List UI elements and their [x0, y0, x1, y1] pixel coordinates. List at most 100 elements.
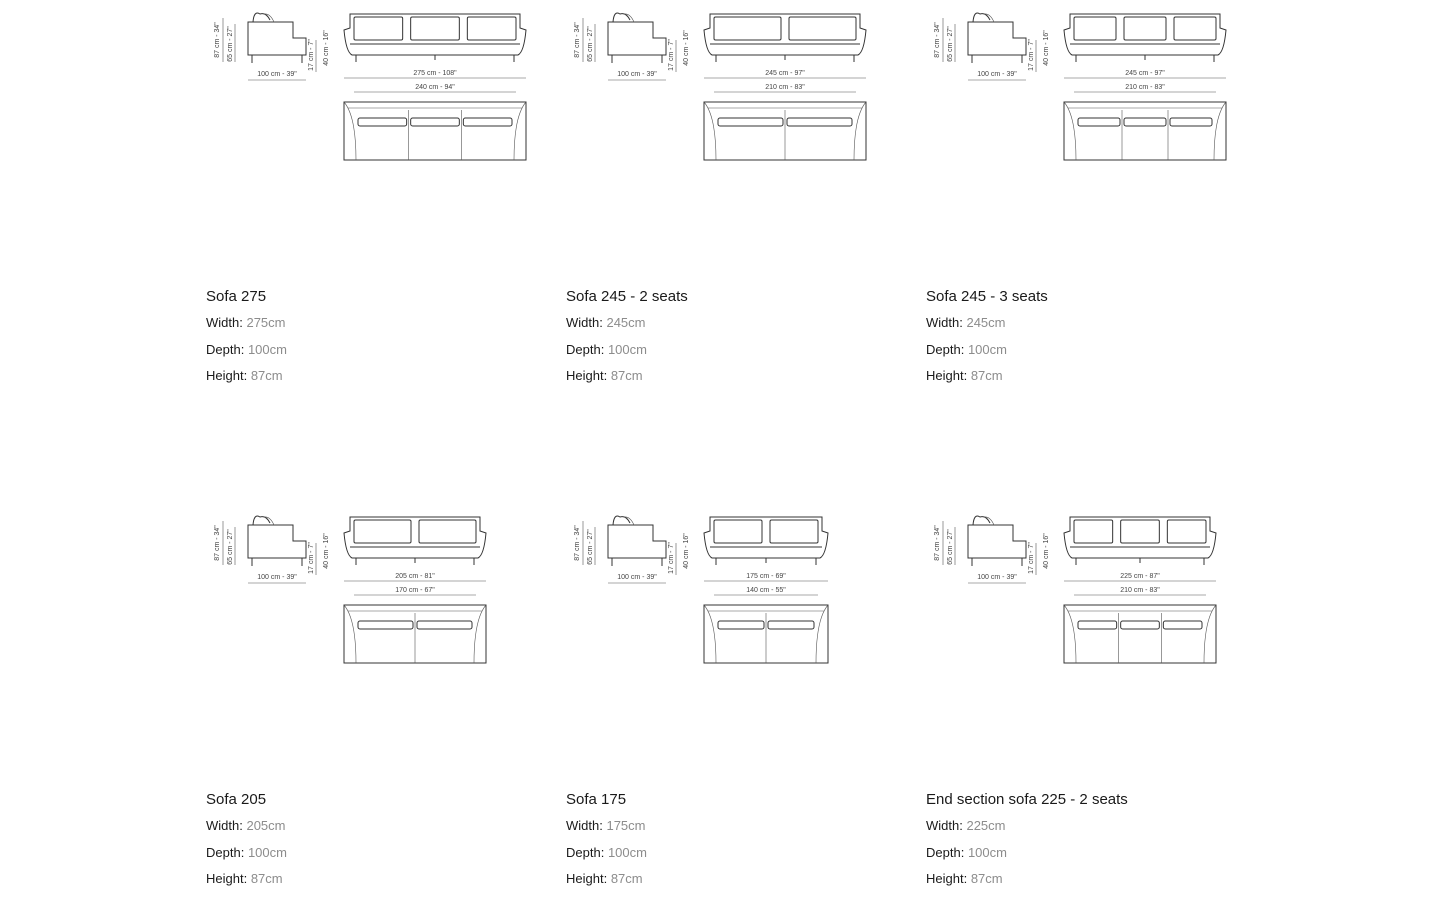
dim-label-leg-height: 17 cm - 7"	[668, 39, 675, 71]
top-view-arm	[815, 604, 829, 664]
front-view-body	[343, 516, 487, 559]
front-view-back-cushion	[410, 16, 460, 41]
dim-label-seat-height: 65 cm - 27"	[947, 26, 954, 62]
sofa-drawing-svg: 87 cm - 34"65 cm - 27"100 cm - 39"17 cm …	[934, 515, 1217, 664]
sofa-drawing-svg: 87 cm - 34"65 cm - 27"100 cm - 39"17 cm …	[214, 515, 487, 664]
top-view-cushion	[767, 620, 815, 630]
spec-depth: Depth: 100cm	[566, 844, 647, 860]
product-info: Sofa 205 Width: 205cm Depth: 100cm Heigh…	[206, 791, 287, 898]
top-view-arm	[1213, 101, 1227, 161]
front-view-back-cushion	[466, 16, 517, 41]
front-view-back-cushion	[353, 519, 412, 544]
spec-depth: Depth: 100cm	[206, 844, 287, 860]
side-view-body	[967, 21, 1027, 56]
side-view-body	[247, 524, 307, 559]
product-info: Sofa 275 Width: 275cm Depth: 100cm Heigh…	[206, 288, 287, 395]
top-view-outline	[1063, 604, 1217, 664]
dim-label-seat-h: 40 cm - 16"	[323, 30, 330, 66]
front-view-back-cushion	[788, 16, 857, 41]
spec-height: Height: 87cm	[566, 368, 643, 383]
side-view-body	[607, 524, 667, 559]
spec-width: Width: 245cm	[926, 315, 1006, 330]
dim-label-total-height: 87 cm - 34"	[214, 22, 221, 58]
product-info: Sofa 175 Width: 175cm Depth: 100cm Heigh…	[566, 791, 647, 898]
front-view-body	[1063, 13, 1227, 56]
technical-drawing: 87 cm - 34"65 cm - 27"100 cm - 39"17 cm …	[926, 503, 1266, 683]
top-view-cushion	[717, 117, 784, 127]
dim-label-seat-h: 40 cm - 16"	[1043, 533, 1050, 569]
top-view-arm	[853, 101, 867, 161]
dim-label-depth: 100 cm - 39"	[617, 574, 657, 581]
top-view-arm	[473, 604, 487, 664]
side-view-cushion	[612, 12, 631, 23]
dim-label-total-height: 87 cm - 34"	[574, 22, 581, 58]
top-view-arm	[343, 101, 357, 161]
dim-label-inner-width: 170 cm - 67"	[395, 587, 435, 594]
spec-height: Height: 87cm	[206, 871, 283, 886]
front-view-back-cushion	[353, 16, 404, 41]
top-view-outline	[343, 101, 527, 161]
dim-label-total-height: 87 cm - 34"	[214, 525, 221, 561]
technical-drawing: 87 cm - 34" 65 cm - 27" 100 cm - 39" 17 cm …	[566, 0, 906, 180]
dim-label-inner-width: 240 cm - 94"	[415, 84, 455, 91]
dim-label-depth: 100 cm - 39"	[977, 574, 1017, 581]
top-view-arm	[1203, 604, 1217, 664]
front-view-body	[703, 516, 829, 559]
front-view-back-cushion	[1166, 519, 1207, 544]
dim-label-seat-height: 65 cm - 27"	[227, 26, 234, 62]
spec-width: Width: 245cm	[566, 315, 646, 330]
front-view-back-cushion	[418, 519, 477, 544]
side-view-body	[247, 21, 307, 56]
product-title: Sofa 245 - 3 seats	[926, 288, 1048, 305]
spec-depth: Depth: 100cm	[206, 341, 287, 357]
dim-label-outer-width: 245 cm - 97"	[1125, 70, 1165, 77]
top-view-cushion	[1169, 117, 1213, 127]
dim-label-total-height: 87 cm - 34"	[934, 525, 941, 561]
top-view-arm	[703, 604, 717, 664]
side-view-body	[607, 21, 667, 56]
product-title: Sofa 205	[206, 791, 267, 808]
side-view-cushion-back	[263, 13, 275, 23]
dim-label-inner-width: 210 cm - 83"	[1120, 587, 1160, 594]
front-view-back-cushion	[1073, 16, 1117, 41]
side-view-cushion	[612, 515, 631, 526]
spec-height: Height: 87cm	[206, 368, 283, 383]
dim-label-total-height: 87 cm - 34"	[934, 22, 941, 58]
dim-label-seat-height: 65 cm - 27"	[587, 529, 594, 565]
dim-label-depth: 100 cm - 39"	[617, 71, 657, 78]
dim-label-depth: 100 cm - 39"	[257, 71, 297, 78]
top-view-arm	[343, 604, 357, 664]
dim-label-total-height: 87 cm - 34"	[574, 525, 581, 561]
technical-drawing: 87 cm - 34"65 cm - 27"100 cm - 39"17 cm …	[206, 503, 546, 683]
dim-label-outer-width: 245 cm - 97"	[765, 70, 805, 77]
side-view-cushion-back	[983, 516, 995, 526]
dim-label-leg-height: 17 cm - 7"	[668, 542, 675, 574]
top-view-cushion	[1162, 620, 1203, 630]
front-view-back-cushion	[1073, 519, 1114, 544]
technical-drawing: 87 cm - 34"65 cm - 27"100 cm - 39"17 cm …	[926, 0, 1266, 180]
sofa-drawing-svg: 87 cm - 34"65 cm - 27"100 cm - 39"17 cm …	[934, 12, 1227, 161]
sofa-drawing-svg: 87 cm - 34" 65 cm - 27" 100 cm - 39" 17 cm …	[574, 12, 867, 161]
dim-label-outer-width: 175 cm - 69"	[746, 573, 786, 580]
side-view-cushion	[252, 12, 271, 23]
top-view-cushion	[1077, 117, 1121, 127]
spec-depth: Depth: 100cm	[926, 341, 1007, 357]
dim-label-seat-h: 40 cm - 16"	[683, 533, 690, 569]
spec-height: Height: 87cm	[566, 871, 643, 886]
spec-height: Height: 87cm	[926, 871, 1003, 886]
product-info: End section sofa 225 - 2 seats Width: 22…	[926, 791, 1128, 898]
top-view-cushion	[717, 620, 765, 630]
dim-label-seat-h: 40 cm - 16"	[1043, 30, 1050, 66]
top-view-cushion	[462, 117, 513, 127]
side-view-cushion	[972, 12, 991, 23]
spec-depth: Depth: 100cm	[566, 341, 647, 357]
front-view-back-cushion	[1120, 519, 1160, 544]
side-view-body	[967, 524, 1027, 559]
side-view-cushion-back	[623, 13, 635, 23]
front-view-body	[703, 13, 867, 56]
dim-label-seat-height: 65 cm - 27"	[587, 26, 594, 62]
dim-label-outer-width: 275 cm - 108"	[413, 70, 457, 77]
dim-label-depth: 100 cm - 39"	[977, 71, 1017, 78]
side-view-cushion-back	[263, 516, 275, 526]
spec-height: Height: 87cm	[926, 368, 1003, 383]
